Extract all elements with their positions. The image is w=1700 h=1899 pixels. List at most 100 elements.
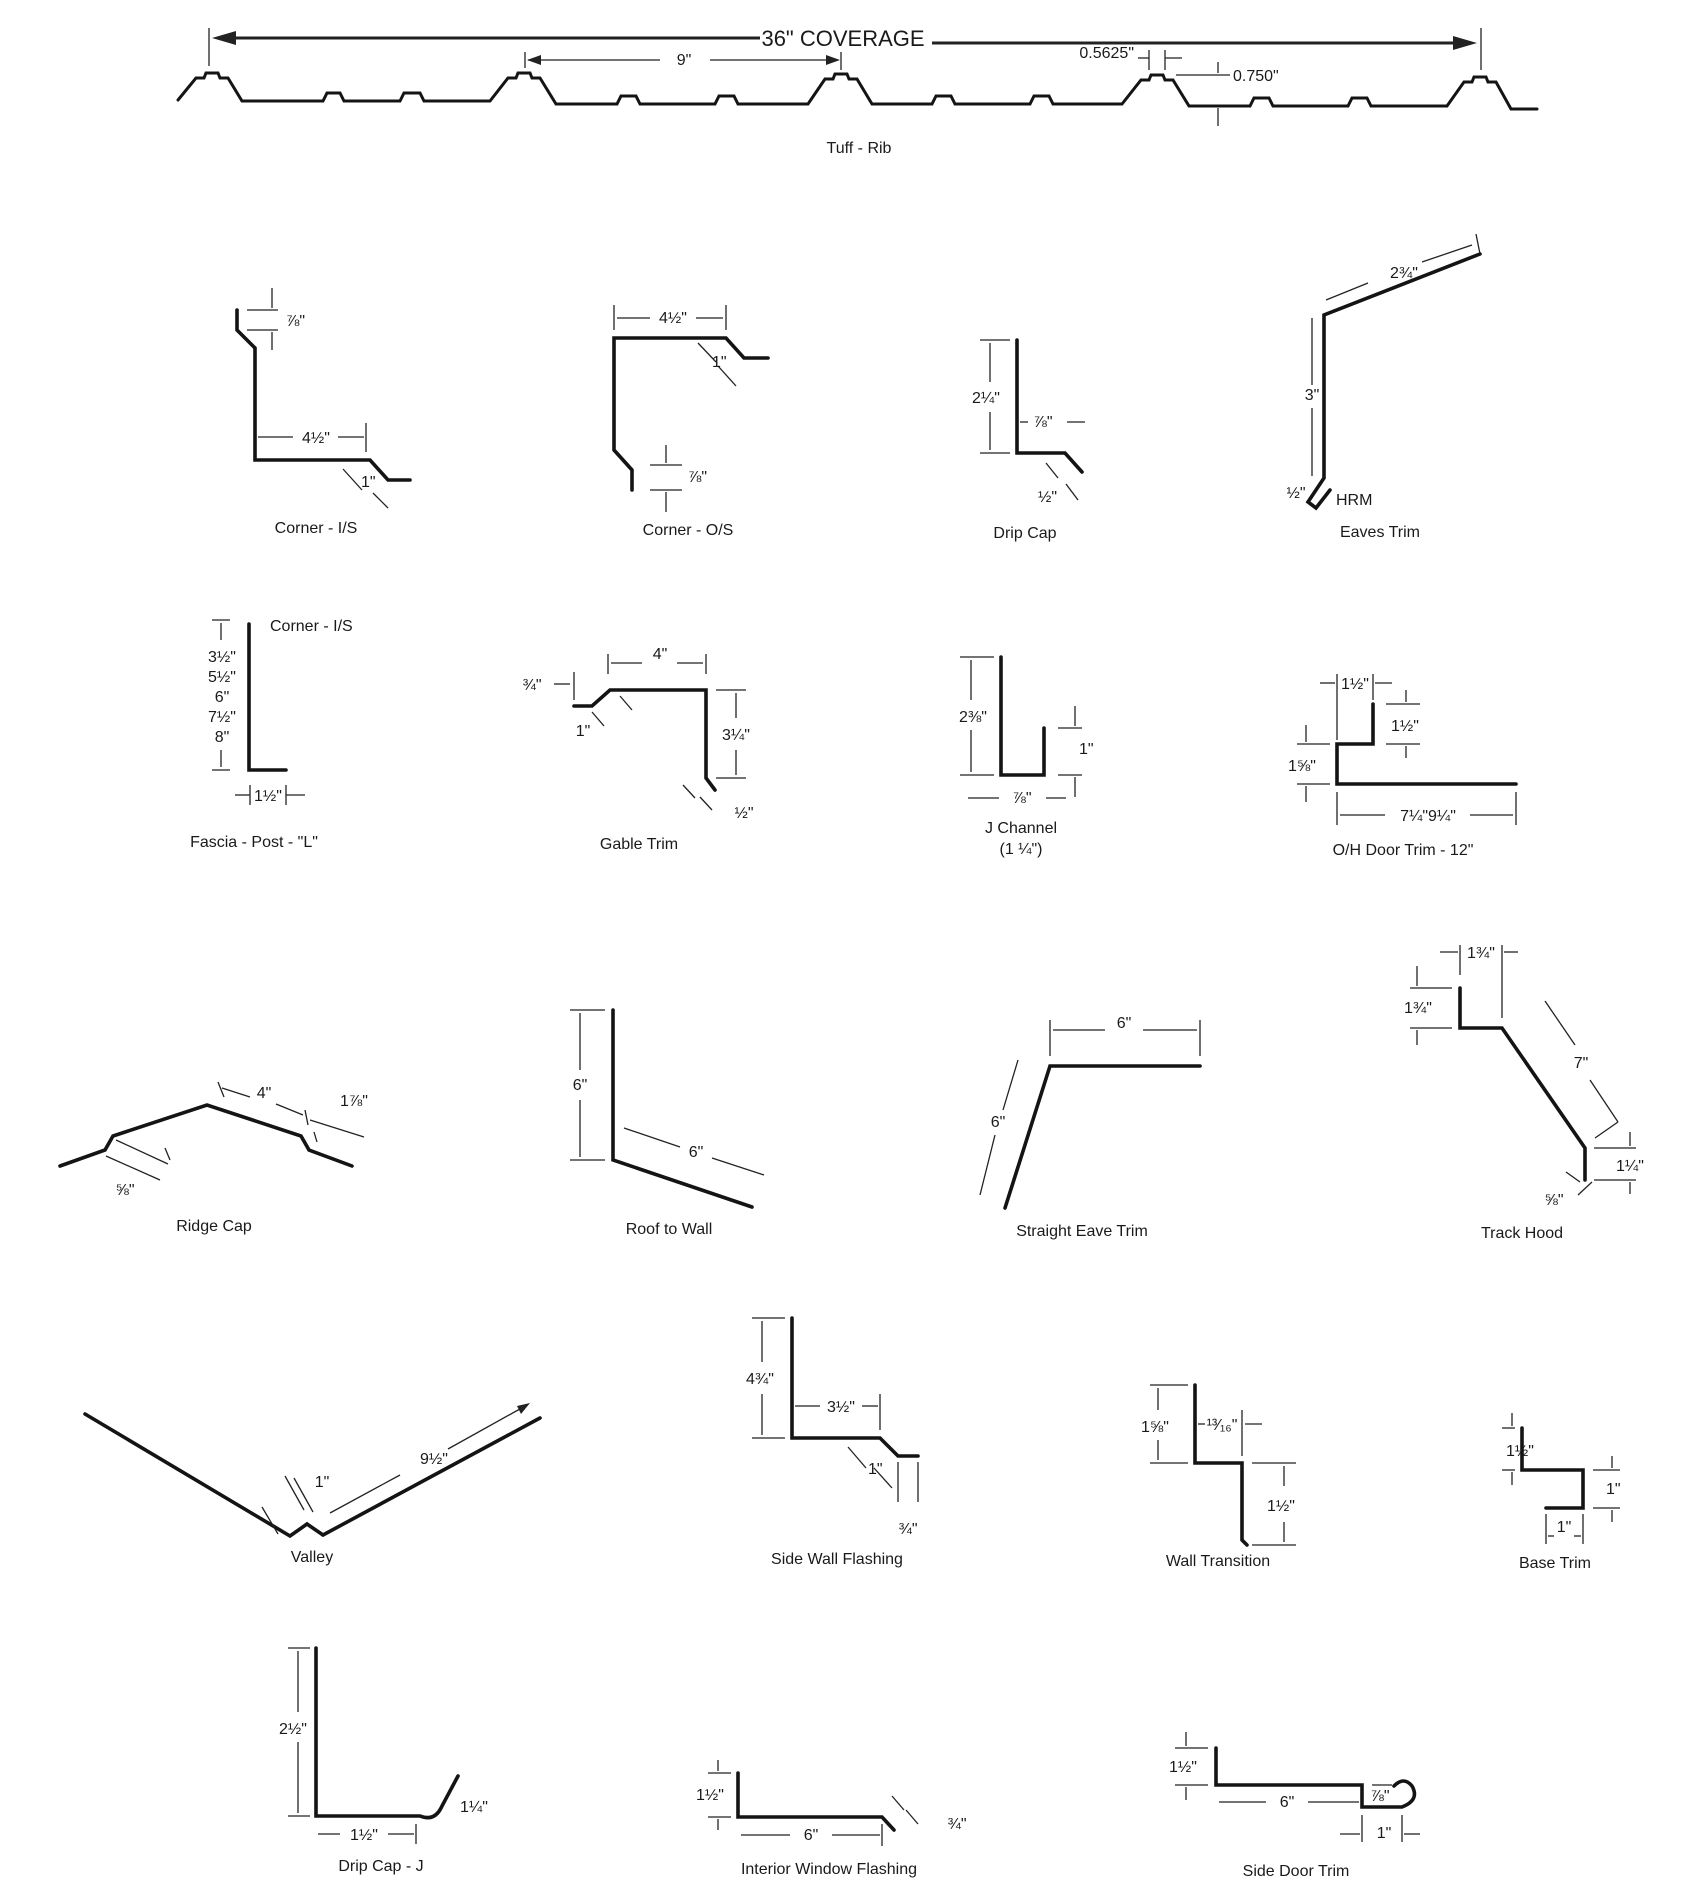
corner-is-profile <box>235 308 412 482</box>
side-wall-ext-4 <box>847 1446 867 1469</box>
interior-window-flashing-name: Interior Window Flashing <box>741 1861 917 1878</box>
track-hood-ext-9 <box>1577 1181 1593 1196</box>
base-trim-name: Base Trim <box>1519 1555 1591 1572</box>
ridge-cap-dim-2 <box>275 1103 304 1116</box>
rib-height-label: 0.750" <box>1233 68 1279 85</box>
rib-spacing-arrow-right <box>826 55 840 65</box>
drip-cap-j-dim-label-1: 2½" <box>279 1721 307 1738</box>
valley-dim-1 <box>329 1474 401 1514</box>
j-channel-subtitle: (1 ¼") <box>999 841 1042 858</box>
iwf-ext-4 <box>891 1795 905 1811</box>
track-hood-profile <box>1458 986 1587 1182</box>
gable-dim-label-5: ½" <box>734 805 753 822</box>
drip-cap-j-dim-label-2: 1½" <box>350 1827 378 1844</box>
j-channel-name: J Channel <box>985 820 1057 837</box>
ridge-cap-profile <box>58 1103 354 1168</box>
fascia-dim-label-1: 3½" <box>208 649 236 666</box>
profile-oh-door-trim: 1½" 1½" 1⅝" 7¼"9¼" O/H Door Trim - 12" <box>1288 674 1518 859</box>
wall-transition-dim-label-3: 1½" <box>1267 1498 1295 1515</box>
corner-is-ext-5 <box>372 492 389 509</box>
fascia-note: Corner - I/S <box>270 618 353 635</box>
profile-j-channel: 2⅜" 1" ⅞" J Channel (1 ¼") <box>959 655 1094 858</box>
oh-door-dim-label-3: 1⅝" <box>1288 758 1316 775</box>
coverage-label: 36" COVERAGE <box>761 26 924 51</box>
base-trim-dim-label-1: 1½" <box>1506 1443 1534 1460</box>
roof-to-wall-name: Roof to Wall <box>626 1221 713 1238</box>
corner-os-dim-label-3: ⅞" <box>688 469 707 486</box>
roof-to-wall-profile <box>611 1008 754 1209</box>
wall-transition-dim-label-2: ¹³⁄₁₆" <box>1207 1417 1238 1434</box>
drip-cap-ext-4 <box>1065 483 1079 501</box>
corner-os-dim-label-2: 1" <box>712 354 727 371</box>
ridge-cap-ext-4 <box>115 1139 169 1165</box>
side-wall-dim-label-4: ¾" <box>898 1521 917 1538</box>
side-door-trim-name: Side Door Trim <box>1243 1863 1350 1880</box>
corner-is-dim-label-3: 1" <box>361 474 376 491</box>
corner-is-dim-label-2: 4½" <box>302 430 330 447</box>
oh-door-trim-profile <box>1335 702 1518 786</box>
valley-arrow <box>517 1403 530 1414</box>
oh-door-dim-label-2: 1½" <box>1391 718 1419 735</box>
profile-interior-window-flashing: 1½" 6" ¾" Interior Window Flashing <box>696 1760 967 1878</box>
corner-is-name: Corner - I/S <box>275 520 358 537</box>
gable-ext-8 <box>682 784 696 799</box>
rib-top-label: 0.5625" <box>1079 45 1134 62</box>
corner-os-ext-4 <box>717 365 737 387</box>
side-wall-dim-label-1: 4¾" <box>746 1371 774 1388</box>
gable-dim-label-4: 3¼" <box>722 727 750 744</box>
track-hood-dim-label-4: 1¼" <box>1616 1158 1644 1175</box>
iwf-dim-label-2: 6" <box>804 1827 819 1844</box>
side-wall-dim-label-2: 3½" <box>827 1399 855 1416</box>
ridge-cap-dim-1 <box>221 1087 251 1098</box>
profile-wall-transition: 1⅝" ¹³⁄₁₆" 1½" Wall Transition <box>1141 1383 1296 1570</box>
fascia-dim-label-5: 8" <box>215 729 230 746</box>
rib-spacing-label: 9" <box>677 52 692 69</box>
ridge-cap-name: Ridge Cap <box>176 1218 252 1235</box>
track-hood-dim-label-2: 1¾" <box>1404 1000 1432 1017</box>
ridge-cap-ext-2 <box>304 1109 309 1126</box>
valley-profile <box>83 1412 542 1539</box>
valley-dim-2 <box>447 1404 528 1450</box>
valley-ext-2 <box>284 1475 305 1511</box>
track-hood-name: Track Hood <box>1481 1225 1563 1242</box>
iwf-dim-label-3: ¾" <box>947 1816 966 1833</box>
side-door-dim-label-3: ⅞" <box>1370 1788 1389 1805</box>
gable-ext-5 <box>619 695 633 711</box>
side-wall-dim-label-3: 1" <box>868 1461 883 1478</box>
base-trim-dim-label-3: 1" <box>1557 1519 1572 1536</box>
eaves-trim-dim-label-1: 2¾" <box>1390 265 1418 282</box>
side-door-dim-label-2: 6" <box>1280 1794 1295 1811</box>
profile-valley: 1" 9½" Valley <box>83 1403 542 1566</box>
profile-drip-cap: 2¼" ⅞" ½" Drip Cap <box>972 338 1085 542</box>
ridge-cap-dim-label-2: 1⅞" <box>340 1093 368 1110</box>
straight-eave-dim-label-1: 6" <box>1117 1015 1132 1032</box>
profile-corner-os: 4½" 1" ⅞" Corner - O/S <box>612 305 770 539</box>
profile-drip-cap-j: 2½" 1½" 1¼" Drip Cap - J <box>279 1646 488 1875</box>
coverage-arrow-left <box>212 31 236 45</box>
roof-to-wall-dim-label-2: 6" <box>689 1144 704 1161</box>
corner-os-name: Corner - O/S <box>643 522 734 539</box>
drip-cap-dim-label-1: 2¼" <box>972 390 1000 407</box>
wall-transition-dim-label-1: 1⅝" <box>1141 1419 1169 1436</box>
profile-corner-is: ⅞" 4½" 1" Corner - I/S <box>235 288 412 537</box>
profile-track-hood: 1¾" 1¾" 7" 1¼" ⅝" Track Hood <box>1404 945 1644 1242</box>
coverage-arrow-right <box>1453 36 1477 50</box>
base-trim-profile <box>1520 1426 1585 1510</box>
ridge-cap-ext-3 <box>313 1131 318 1143</box>
rib-spacing-arrow-left <box>527 55 541 65</box>
straight-eave-dim-4 <box>979 1134 996 1196</box>
base-trim-dim-label-2: 1" <box>1606 1481 1621 1498</box>
drip-cap-j-profile <box>314 1646 460 1820</box>
j-channel-dim-label-1: 2⅜" <box>959 709 987 726</box>
j-channel-profile <box>999 655 1046 777</box>
drip-cap-j-name: Drip Cap - J <box>338 1858 423 1875</box>
tuff-rib-panel: 36" COVERAGE 9" 0.5625" 0.750" Tuff - Ri… <box>176 26 1539 157</box>
j-channel-dim-label-3: ⅞" <box>1012 790 1031 807</box>
interior-window-flashing-profile <box>736 1771 896 1832</box>
eaves-trim-dim-label-4: HRM <box>1336 492 1372 509</box>
roof-to-wall-dim-4 <box>711 1157 765 1176</box>
straight-eave-trim-name: Straight Eave Trim <box>1016 1223 1148 1240</box>
eaves-trim-name: Eaves Trim <box>1340 524 1420 541</box>
straight-eave-dim-label-2: 6" <box>991 1114 1006 1131</box>
